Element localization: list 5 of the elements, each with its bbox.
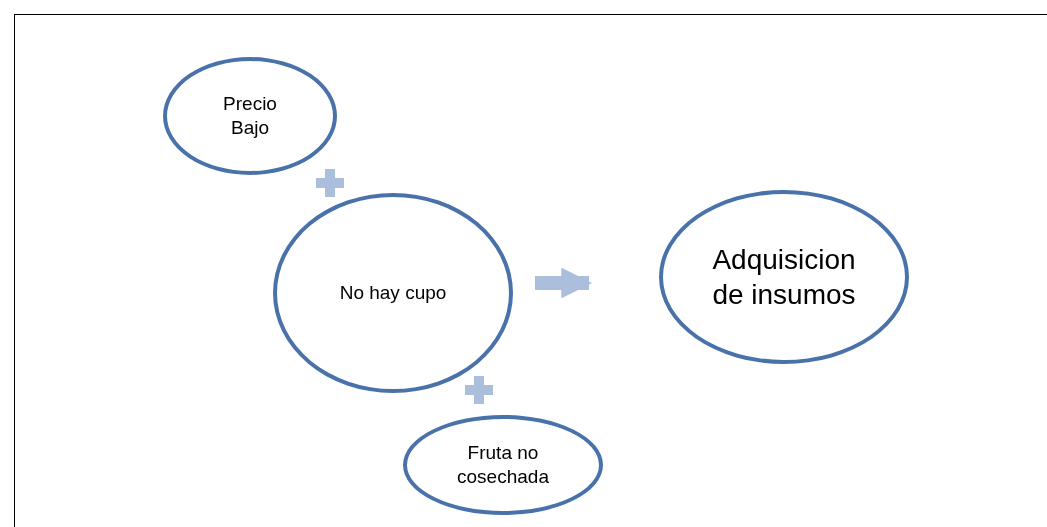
- node-label: Precio Bajo: [222, 92, 278, 140]
- arrow: [535, 267, 593, 299]
- node-label: Adquisicion de insumos: [711, 243, 857, 312]
- node-label: Fruta no cosechada: [456, 441, 550, 489]
- node-label: No hay cupo: [339, 281, 447, 305]
